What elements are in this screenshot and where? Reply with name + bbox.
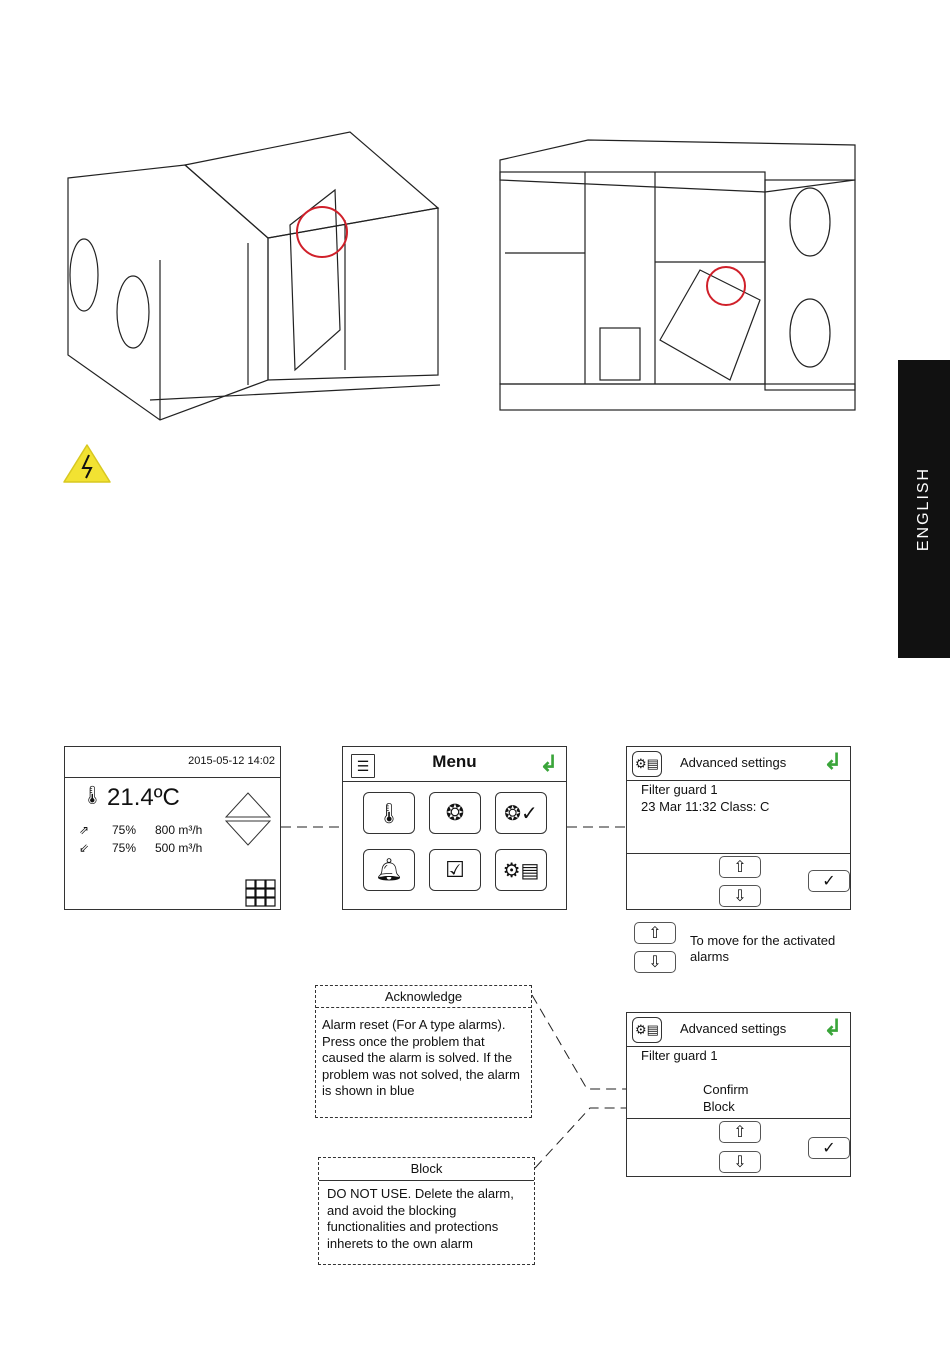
- unit-illustration-right: [499, 139, 856, 411]
- menu-screen: ☰ Menu ↲ 🌡 ❂ ❂✓ 🔔︎ ☑ ⚙▤: [342, 746, 567, 910]
- datetime: 2015-05-12 14:02: [188, 755, 275, 767]
- fan-icon: ❂: [445, 800, 465, 825]
- unit-illustrations: [63, 131, 856, 483]
- advanced-settings-menu-button[interactable]: ⚙▤: [495, 849, 547, 891]
- screen-title: Advanced settings: [680, 755, 787, 770]
- arrow-down-icon: ⇩: [733, 888, 747, 905]
- back-arrow-icon[interactable]: ↲: [823, 749, 842, 774]
- menu-grid-button[interactable]: [245, 879, 277, 909]
- hamburger-menu-icon[interactable]: ☰: [351, 754, 375, 778]
- gear-document-icon: ⚙▤: [502, 859, 540, 882]
- fan-settings-menu-button[interactable]: ❂✓: [495, 792, 547, 834]
- extract-fan-icon: ⇙: [79, 841, 90, 855]
- supply-fan-icon: ⇗: [79, 823, 90, 837]
- extract-flow: 500 m³/h: [155, 841, 203, 855]
- filter-highlight-right: [706, 266, 746, 306]
- acknowledge-text: Alarm reset (For A type alarms). Press o…: [322, 1017, 520, 1098]
- arrow-up-icon: ⇧: [733, 859, 747, 876]
- unit-illustration-left: [67, 131, 441, 421]
- block-title: Block: [410, 1161, 443, 1176]
- acknowledge-box: Acknowledge Alarm reset (For A type alar…: [315, 985, 532, 1118]
- gear-document-icon[interactable]: ⚙▤: [632, 1017, 662, 1043]
- screen-title: Advanced settings: [680, 1021, 787, 1036]
- menu-title: Menu: [432, 752, 477, 771]
- scroll-down-button[interactable]: ⇩: [719, 1151, 761, 1173]
- alarms-menu-button[interactable]: 🔔︎: [363, 849, 415, 891]
- scroll-down-button[interactable]: ⇩: [719, 885, 761, 907]
- alarm-action-screen: ⚙▤ Advanced settings ↲ Filter guard 1 Co…: [626, 1012, 851, 1177]
- arrow-up-icon: ⇧: [648, 925, 662, 942]
- fan-check-icon: ❂✓: [504, 802, 538, 825]
- alarm-name: Filter guard 1: [641, 782, 718, 797]
- temperature-menu-button[interactable]: 🌡: [363, 792, 415, 834]
- acknowledge-title: Acknowledge: [384, 989, 463, 1004]
- temperature-value: 21.4ºC: [107, 784, 180, 811]
- check-icon: ✓: [822, 1140, 836, 1157]
- back-arrow-icon[interactable]: ↲: [539, 751, 558, 776]
- checklist-icon: ☑: [445, 857, 465, 882]
- block-option[interactable]: Block: [702, 1099, 735, 1114]
- legend-down-button: ⇩: [634, 951, 676, 973]
- confirm-check-button[interactable]: ✓: [808, 1137, 850, 1159]
- thermometer-icon: 🌡: [376, 802, 402, 825]
- confirm-option[interactable]: Confirm: [702, 1082, 749, 1097]
- check-menu-button[interactable]: ☑: [429, 849, 481, 891]
- scroll-up-button[interactable]: ⇧: [719, 1121, 761, 1143]
- arrow-down-icon: ⇩: [648, 954, 662, 971]
- arrow-down-icon: ⇩: [733, 1154, 747, 1171]
- extract-percent: 75%: [112, 841, 137, 855]
- filter-highlight-left: [296, 206, 348, 258]
- back-arrow-icon[interactable]: ↲: [823, 1015, 842, 1040]
- high-voltage-warning-icon: [63, 444, 111, 483]
- alarm-name: Filter guard 1: [641, 1048, 718, 1063]
- check-icon: ✓: [822, 873, 836, 890]
- supply-flow: 800 m³/h: [155, 823, 203, 837]
- home-screen: 2015-05-12 14:02 🌡 21.4ºC ⇗ 75% 800 m³/h…: [64, 746, 281, 910]
- up-down-arrows-button[interactable]: [225, 792, 271, 846]
- confirm-check-button[interactable]: ✓: [808, 870, 850, 892]
- thermometer-icon: 🌡: [81, 785, 104, 805]
- arrow-up-icon: ⇧: [733, 1124, 747, 1141]
- scroll-up-button[interactable]: ⇧: [719, 856, 761, 878]
- gear-document-icon[interactable]: ⚙▤: [632, 751, 662, 777]
- language-tab: ENGLISH: [898, 360, 950, 658]
- alarm-screen: ⚙▤ Advanced settings ↲ Filter guard 1 23…: [626, 746, 851, 910]
- block-box: Block DO NOT USE. Delete the alarm, and …: [318, 1157, 535, 1265]
- block-text: DO NOT USE. Delete the alarm, and avoid …: [327, 1186, 514, 1251]
- fan-menu-button[interactable]: ❂: [429, 792, 481, 834]
- supply-percent: 75%: [112, 823, 137, 837]
- alarm-details: 23 Mar 11:32 Class: C: [641, 799, 770, 814]
- legend-up-button: ⇧: [634, 922, 676, 944]
- bell-icon: 🔔︎: [375, 857, 403, 882]
- legend-text: To move for the activated alarms: [690, 933, 836, 964]
